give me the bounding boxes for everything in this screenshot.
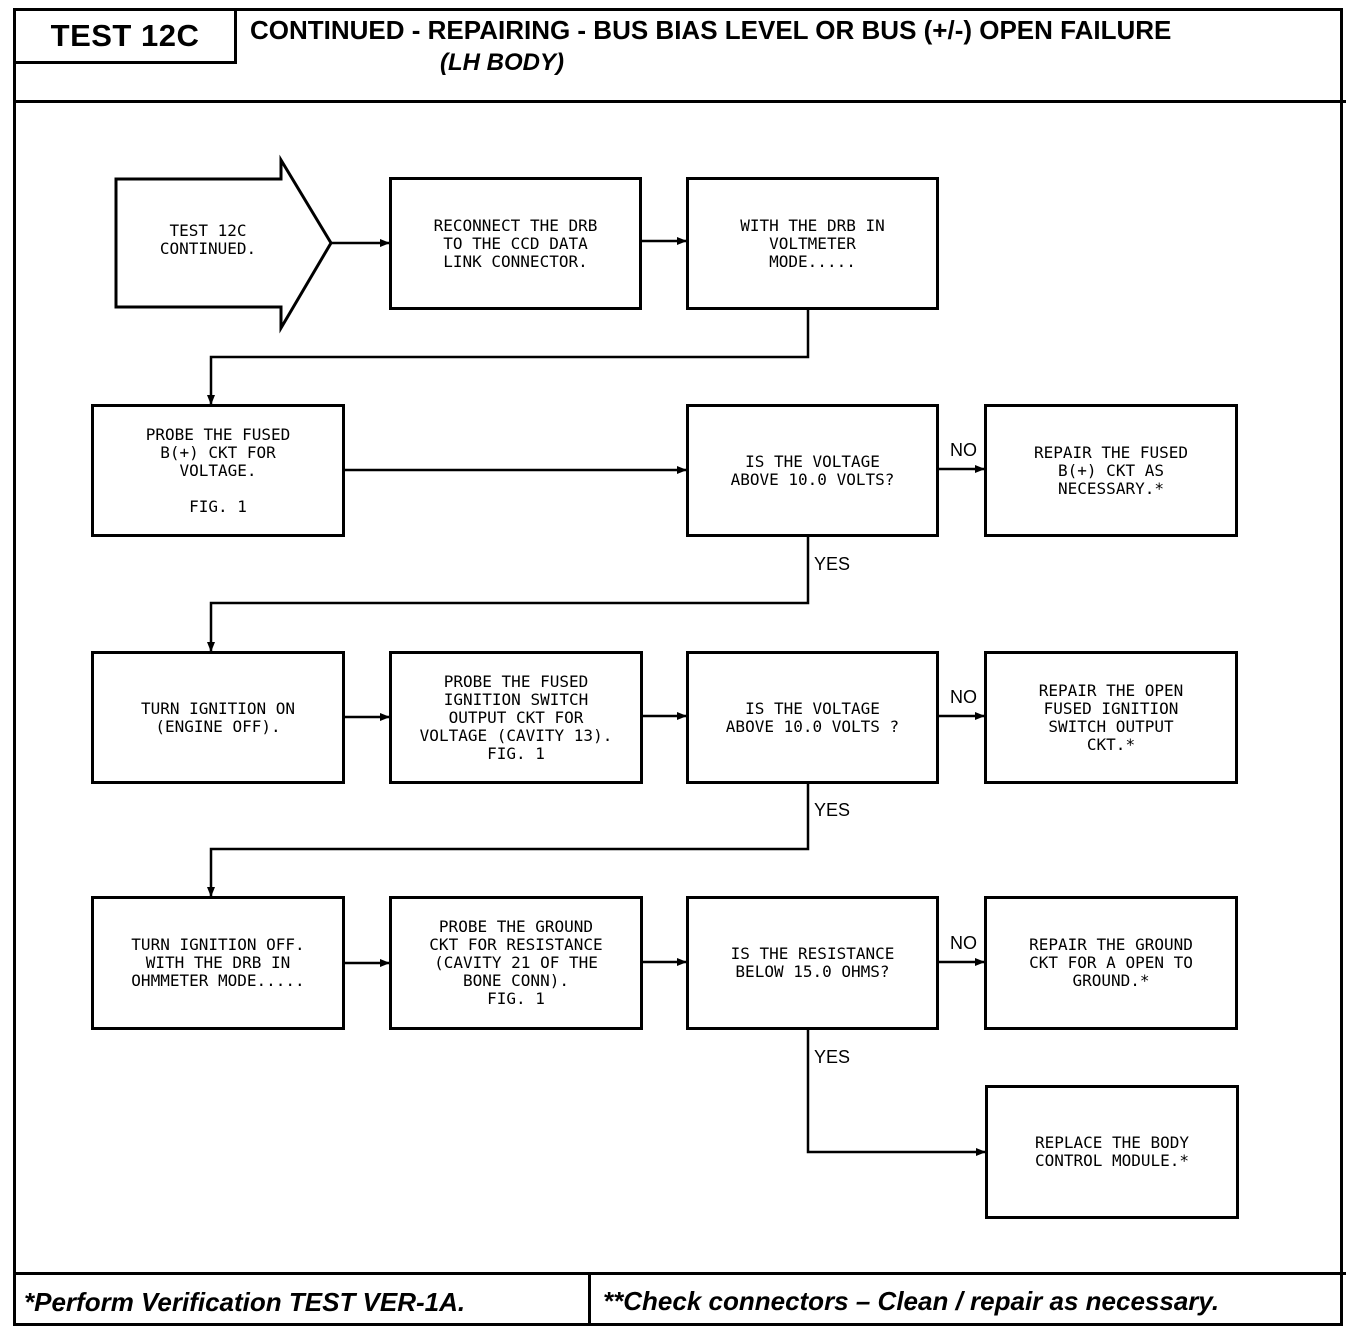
label-no-3: NO: [950, 933, 977, 953]
label-no-2: NO: [950, 687, 977, 707]
footer-divider: [16, 1272, 1346, 1275]
page-subtitle: (LH BODY): [440, 49, 564, 76]
step-repair-fused-b: REPAIR THE FUSED B(+) CKT AS NECESSARY.*: [984, 404, 1238, 537]
decision-resistance: IS THE RESISTANCE BELOW 15.0 OHMS?: [686, 896, 939, 1030]
step-voltmeter-mode: WITH THE DRB IN VOLTMETER MODE.....: [686, 177, 939, 310]
start-label: TEST 12C CONTINUED.: [159, 221, 257, 258]
test-label: TEST 12C: [16, 11, 237, 64]
footer-note-left: *Perform Verification TEST VER-1A.: [24, 1287, 466, 1317]
footer-note-right: **Check connectors – Clean / repair as n…: [603, 1286, 1220, 1316]
start-arrow-shape: [114, 154, 333, 334]
page-title: CONTINUED - REPAIRING - BUS BIAS LEVEL O…: [250, 15, 1172, 45]
label-yes-2: YES: [814, 800, 851, 820]
step-ignition-on: TURN IGNITION ON (ENGINE OFF).: [91, 651, 345, 784]
step-reconnect-drb: RECONNECT THE DRB TO THE CCD DATA LINK C…: [389, 177, 642, 310]
decision-voltage-2: IS THE VOLTAGE ABOVE 10.0 VOLTS ?: [686, 651, 939, 784]
page-frame: [13, 8, 1343, 1326]
label-no-1: NO: [950, 440, 977, 460]
step-repair-ignition-switch: REPAIR THE OPEN FUSED IGNITION SWITCH OU…: [984, 651, 1238, 784]
step-repair-ground: REPAIR THE GROUND CKT FOR A OPEN TO GROU…: [984, 896, 1238, 1030]
step-replace-bcm: REPLACE THE BODY CONTROL MODULE.*: [985, 1085, 1239, 1219]
step-probe-fused-b: PROBE THE FUSED B(+) CKT FOR VOLTAGE. FI…: [91, 404, 345, 537]
step-ignition-off: TURN IGNITION OFF. WITH THE DRB IN OHMME…: [91, 896, 345, 1030]
decision-voltage-1: IS THE VOLTAGE ABOVE 10.0 VOLTS?: [686, 404, 939, 537]
label-yes-1: YES: [814, 554, 851, 574]
footer-split: [588, 1274, 591, 1324]
header-divider: [16, 100, 1346, 103]
label-yes-3: YES: [814, 1047, 851, 1067]
step-probe-ground: PROBE THE GROUND CKT FOR RESISTANCE (CAV…: [389, 896, 643, 1030]
step-probe-ignition-switch: PROBE THE FUSED IGNITION SWITCH OUTPUT C…: [389, 651, 643, 784]
